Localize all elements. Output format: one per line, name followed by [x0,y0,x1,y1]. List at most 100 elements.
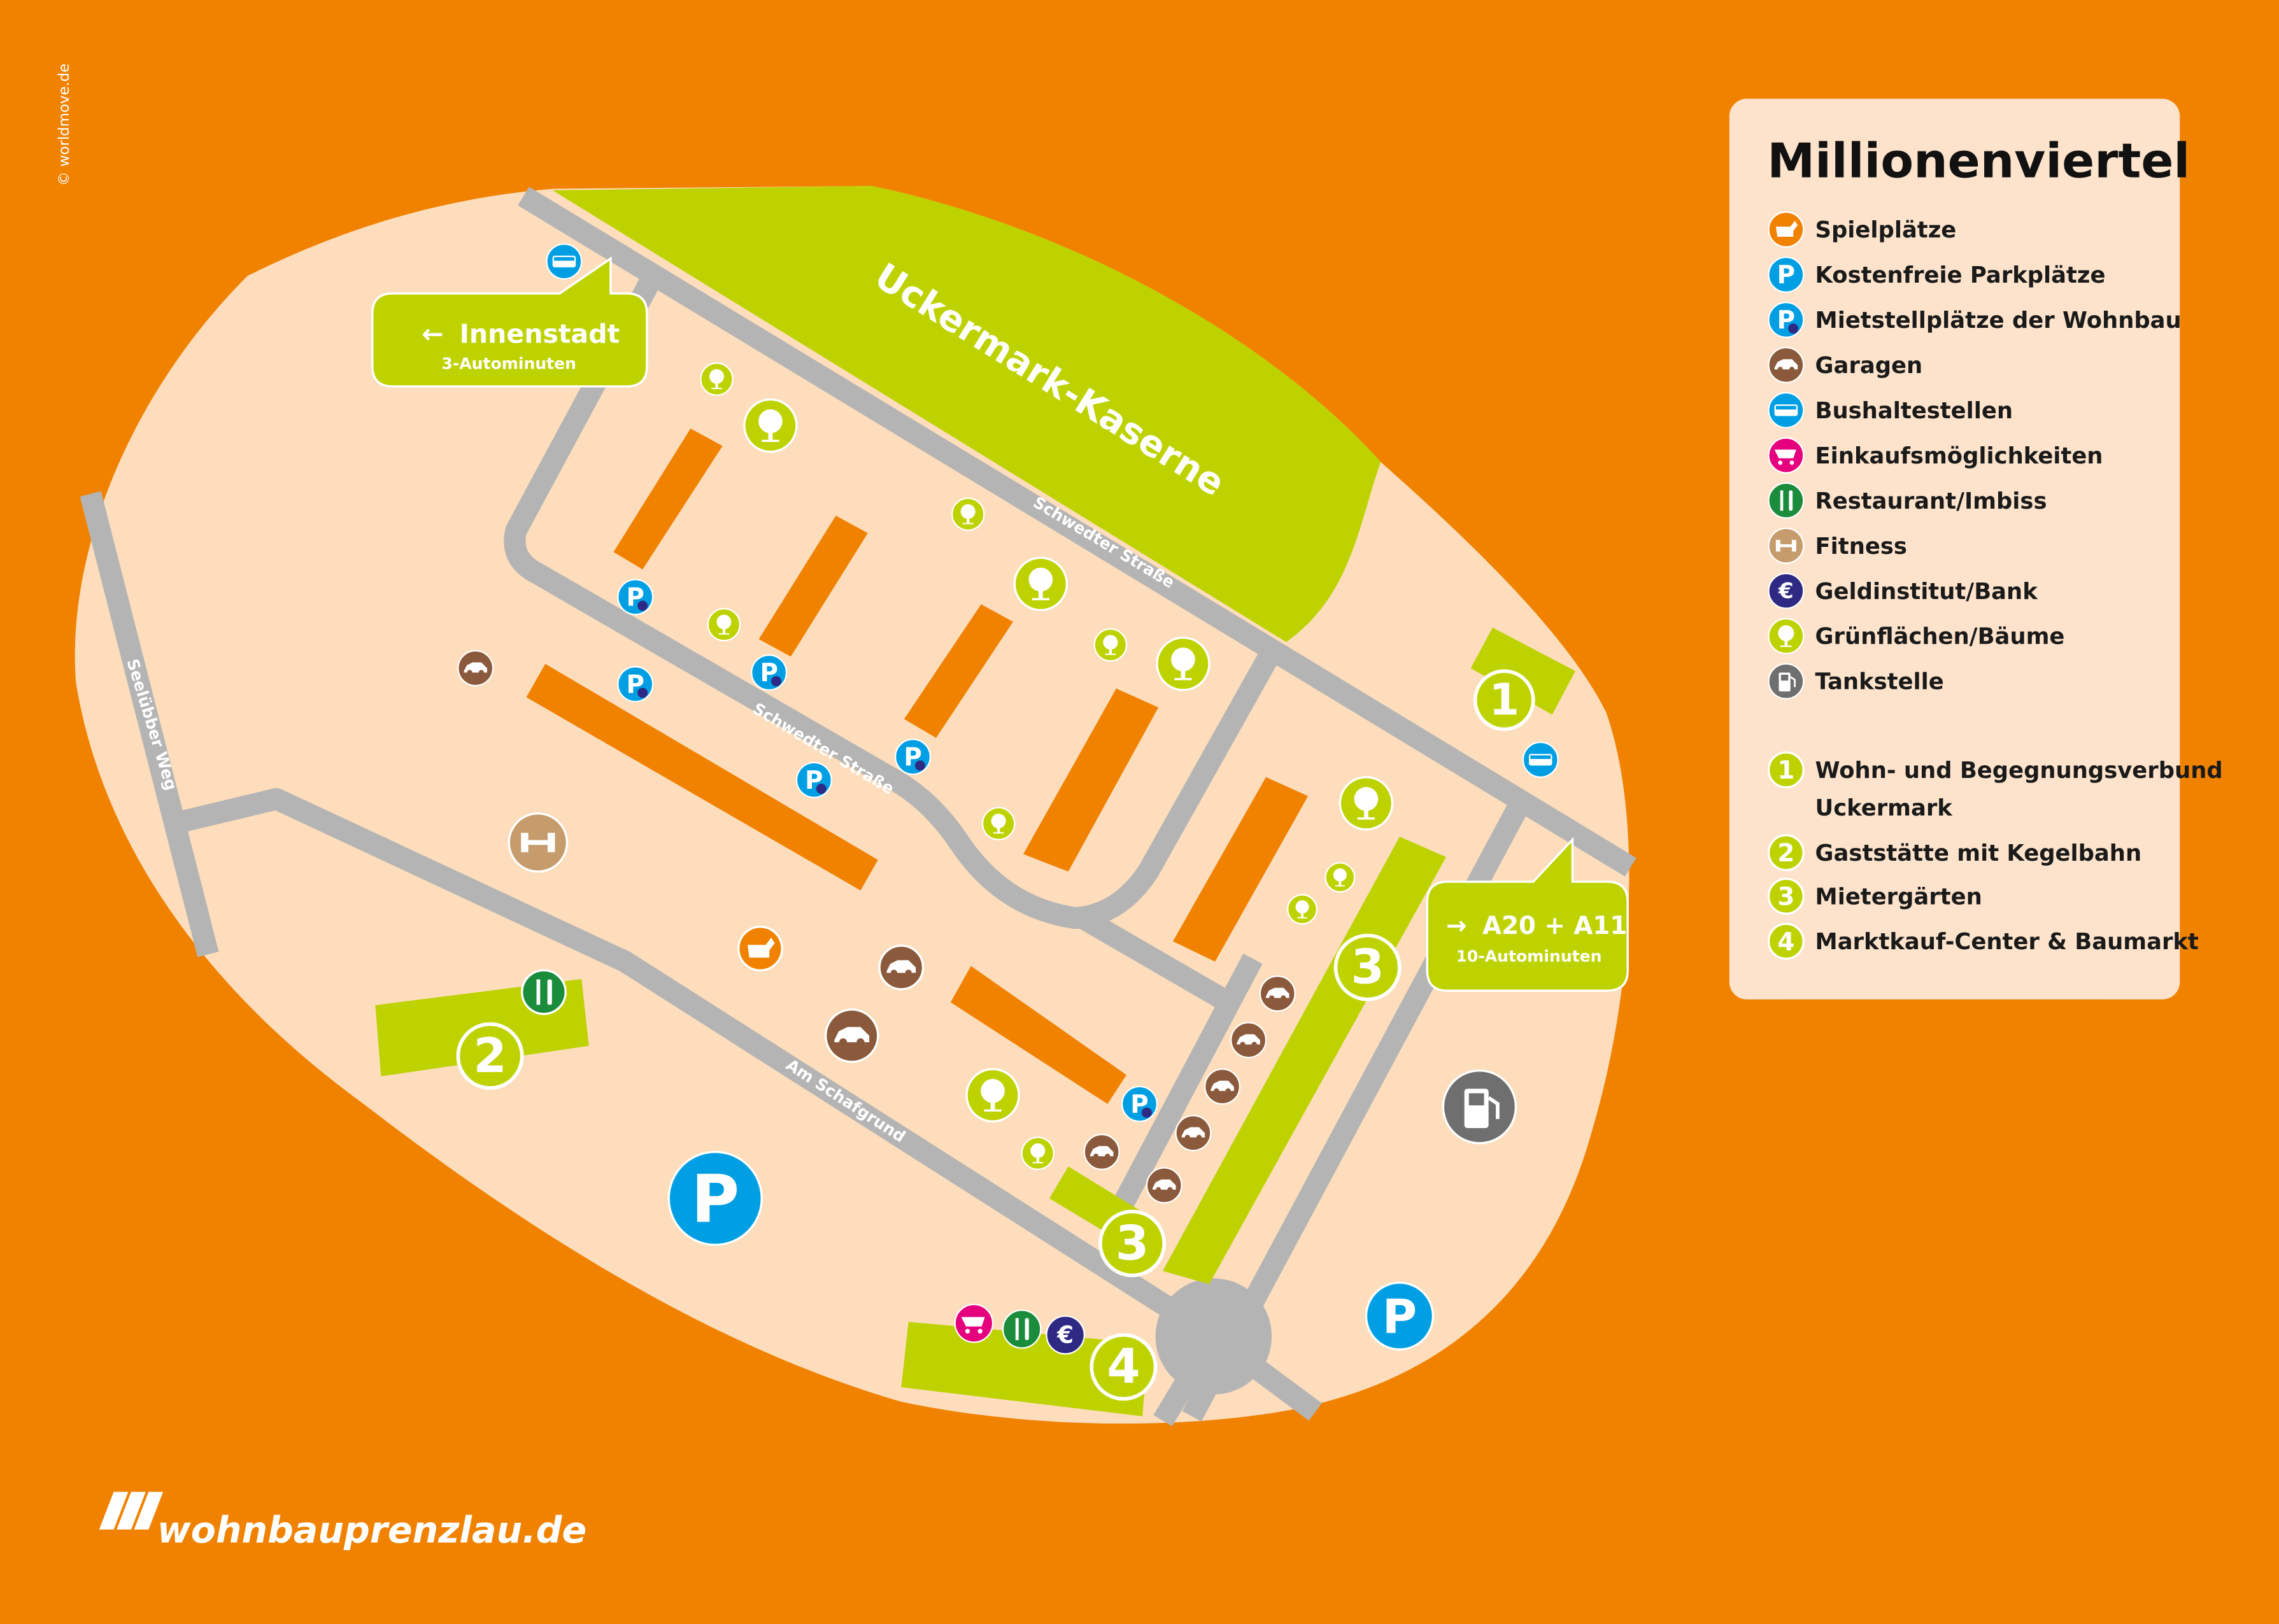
badge-number: 4 [1107,1338,1140,1394]
logo-stripes-icon [99,1492,164,1530]
bank-icon: € [1046,1315,1085,1355]
number-badge: 3 [1333,933,1402,1001]
bank-icon: € [1768,572,1805,609]
legend-numbered-label-line2: Uckermark [1815,795,1954,821]
callout-autobahn: → A20 + A11 10-Autominuten [1426,837,1629,992]
shopping-cart-icon [954,1303,994,1343]
fitness-icon [1768,527,1805,564]
garage-icon [878,944,925,991]
restaurant-icon [1768,482,1805,519]
rent-parking-icon: P [751,654,788,691]
map-number-badges: 1 2 3 3 4 [456,669,1535,1401]
svg-text:€: € [1778,579,1794,604]
parking-icon: P [1768,256,1805,293]
legend-item: Restaurant/Imbiss [1768,482,2047,519]
playground-icon [737,926,783,971]
tree-icon [1338,776,1394,831]
callout-innenstadt: ← Innenstadt 3-Autominuten [371,256,648,388]
legend-number: 2 [1777,839,1794,868]
fuel-icon [1768,663,1805,700]
innenstadt-title: Innenstadt [460,318,620,349]
tree-icon [707,607,741,642]
legend-numbered-item: 4 Marktkauf-Center & Baumarkt [1767,922,2199,960]
buildings [526,428,1309,1105]
svg-text:P: P [1777,261,1795,290]
legend-item-label: Garagen [1815,353,1923,379]
legend-item-label: Grünflächen/Bäume [1815,624,2065,650]
fuel-icon [1442,1069,1517,1145]
tree-icon [965,1068,1020,1123]
roads [80,187,1636,1427]
tree-icon [700,362,734,396]
legend-item: Spielplätze [1768,211,1957,248]
legend-number: 4 [1777,928,1794,956]
playground-icon [1768,211,1805,248]
badge-number: 3 [1351,939,1384,995]
badge-number: 2 [473,1027,506,1084]
tree-icon [1768,618,1805,654]
legend-numbered-item: 3 Mietergärten [1767,877,1982,915]
legend-number: 3 [1777,883,1794,912]
rent-parking-icon: P [617,579,654,616]
arrow-left-icon: ← [422,318,443,349]
bus-icon [1768,392,1805,428]
rent-parking-icon: P [617,666,654,703]
number-badge: 3 [1098,1210,1167,1278]
legend-item: Fitness [1768,527,1907,564]
tree-icon [951,497,985,531]
parking-icon: P [667,1150,763,1246]
number-badge: 2 [456,1022,524,1090]
svg-text:P: P [1382,1289,1417,1345]
tree-icon [981,807,1016,840]
legend-item-label: Mietstellplätze der Wohnbau [1815,307,2182,334]
tree-icon [1021,1136,1055,1170]
legend-item: Tankstelle [1768,663,1944,700]
legend-number: 1 [1777,756,1794,785]
number-badge: 4 [1090,1333,1158,1401]
rent-parking-icon: P [795,761,832,798]
badge-number: 3 [1116,1215,1149,1271]
garage-icon [1259,975,1296,1012]
legend-item-label: Tankstelle [1815,669,1944,695]
tree-icon [1324,862,1356,893]
rent-parking-icon: P [1121,1085,1158,1122]
bus-icon [546,243,583,280]
svg-text:P: P [691,1161,739,1238]
shopping-cart-icon [1768,437,1805,474]
copyright-text: © worldmove.de [56,64,73,186]
tree-icon [1156,636,1210,691]
legend-item-label: Spielplätze [1815,217,1957,243]
autobahn-subtitle: 10-Autominuten [1456,947,1601,966]
wohnbau-logo[interactable]: wohnbauprenzlau.de [99,1492,586,1551]
arrow-right-icon: → [1446,912,1466,940]
legend-numbered-label: Marktkauf-Center & Baumarkt [1815,929,2199,955]
restaurant-icon [521,969,567,1015]
legend-title: Millionenviertel [1767,132,2190,188]
rent-parking-icon: P [895,738,932,775]
garage-icon [1768,346,1805,383]
legend-item-label: Kostenfreie Parkplätze [1815,262,2106,288]
garage-icon [824,1008,879,1063]
innenstadt-subtitle: 3-Autominuten [441,355,576,373]
legend-numbered-label: Mietergärten [1815,884,1982,910]
garage-icon [1230,1022,1267,1059]
legend-item-label: Bushaltestellen [1815,398,2013,424]
badge-number: 1 [1489,675,1519,726]
legend-item-label: Geldinstitut/Bank [1815,579,2039,605]
logo-text: wohnbauprenzlau.de [157,1509,586,1551]
kaserne-area [552,186,1381,642]
legend-item: € Geldinstitut/Bank [1768,572,2039,609]
legend-item-label: Einkaufsmöglichkeiten [1815,443,2103,469]
garage-icon [1146,1167,1182,1204]
legend-item-label: Fitness [1815,533,1907,560]
fitness-icon [508,812,569,873]
garage-icon [1204,1068,1241,1105]
svg-text:€: € [1056,1321,1074,1348]
tree-icon [1287,894,1318,925]
legend-item: Garagen [1768,346,1923,383]
